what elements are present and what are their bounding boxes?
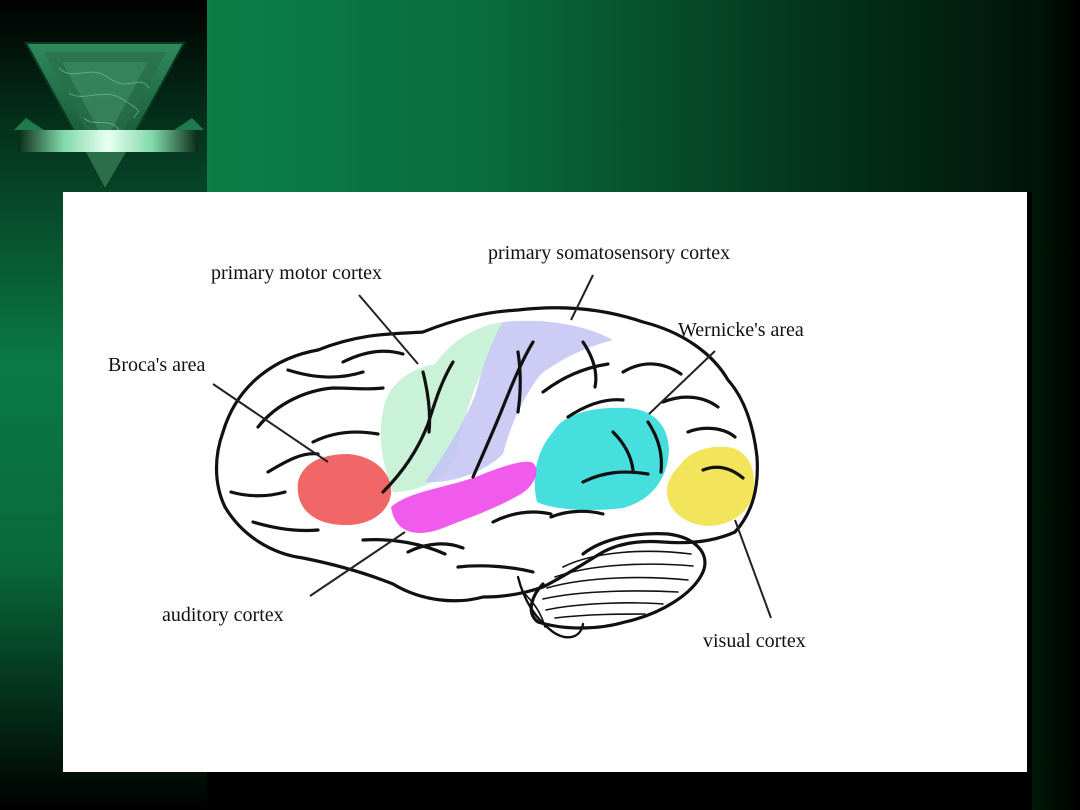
brain-regions (297, 320, 755, 534)
leader-line-somatosensory (570, 274, 594, 321)
slide-background-right (1032, 0, 1080, 810)
diagram-panel: primary motor cortex primary somatosenso… (63, 192, 1027, 772)
leader-line-wernicke (648, 350, 716, 415)
auditory-cortex-region (391, 461, 537, 534)
leader-line-broca (212, 383, 329, 463)
label-visual-cortex: visual cortex (703, 630, 806, 652)
slide-background-top (207, 0, 1032, 192)
brain-outline (214, 306, 759, 639)
leader-lines (212, 274, 772, 619)
brocas-area-region (297, 454, 392, 526)
label-auditory-cortex: auditory cortex (162, 604, 284, 626)
wernickes-area-region (534, 407, 669, 510)
leader-line-visual (734, 519, 772, 619)
leader-line-motor (358, 294, 419, 365)
leader-line-auditory (309, 531, 406, 597)
label-brocas-area: Broca's area (108, 354, 206, 376)
brain-diagram (212, 274, 772, 639)
label-primary-somatosensory-cortex: primary somatosensory cortex (488, 242, 731, 264)
visual-cortex-region (667, 446, 755, 526)
triangle-logo-icon (14, 42, 204, 191)
label-wernickes-area: Wernicke's area (678, 319, 804, 341)
label-primary-motor-cortex: primary motor cortex (211, 262, 383, 284)
primary-motor-cortex-region (380, 322, 503, 492)
